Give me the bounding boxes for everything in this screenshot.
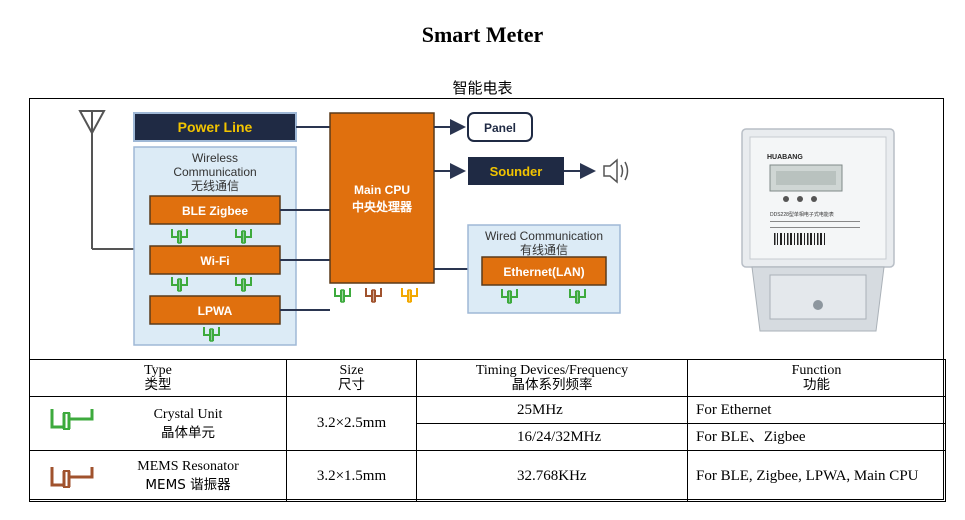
wireless-title-cn: 无线通信 (191, 179, 239, 193)
mems-size: 3.2×1.5mm (286, 450, 417, 502)
speaker-icon (603, 158, 629, 184)
meter-model: DDS228型单相电子式电能表 (770, 211, 834, 218)
crystal-freq-1: 25MHz (416, 396, 688, 424)
block-diagram: Power Line Wireless Communication 无线通信 B… (78, 110, 895, 346)
crystal-type-cell: Crystal Unit 晶体单元 (29, 396, 287, 451)
mems-name: MEMS Resonator (137, 459, 239, 474)
panel-block: Panel (467, 112, 533, 142)
crystal-name-cn: 晶体单元 (161, 424, 215, 441)
crystal-size: 3.2×2.5mm (286, 396, 417, 451)
cpu-label-cn: 中央处理器 (352, 199, 413, 214)
module-lpwa: LPWA (198, 304, 233, 318)
wired-communication-group: Wired Communication 有线通信 Ethernet(LAN) (467, 224, 621, 314)
module-ble-zigbee: BLE Zigbee (182, 204, 248, 218)
mems-freq: 32.768KHz (416, 450, 688, 502)
mems-type-cell: MEMS Resonator MEMS 谐振器 (29, 450, 287, 502)
crystal-name: Crystal Unit (153, 406, 223, 422)
crystal-func-1: For Ethernet (687, 396, 946, 424)
cpu-label-en: Main CPU (354, 183, 410, 197)
crystal-icon (50, 409, 94, 430)
sounder-label: Sounder (490, 164, 543, 179)
module-wifi: Wi-Fi (200, 254, 229, 268)
wireless-communication-group: Wireless Communication 无线通信 BLE Zigbee W… (133, 146, 297, 346)
wireless-title-1: Wireless (192, 151, 238, 165)
crystal-icon (401, 288, 418, 303)
mems-func: For BLE, Zigbee, LPWA, Main CPU (687, 450, 946, 502)
wireless-title-2: Communication (173, 165, 256, 179)
meter-brand: HUABANG (767, 154, 803, 161)
panel-label: Panel (484, 121, 516, 135)
power-line-block: Power Line (133, 112, 297, 142)
mems-icon (365, 288, 382, 303)
diagram-subtitle: 智能电表 (452, 79, 513, 97)
smart-meter-image: HUABANG DDS228型单相电子式电能表 (741, 128, 895, 332)
wired-title-en: Wired Communication (485, 229, 603, 243)
mems-icon (50, 467, 94, 488)
power-line-label: Power Line (178, 119, 253, 135)
sounder-block: Sounder (468, 157, 564, 185)
antenna-icon (78, 110, 134, 250)
wired-title-cn: 有线通信 (520, 243, 568, 257)
page-title: Smart Meter (421, 22, 544, 47)
main-cpu-block: Main CPU 中央处理器 (329, 112, 435, 303)
table-row: Crystal Unit 晶体单元 3.2×2.5mm 25MHz For Et… (29, 396, 946, 451)
mems-name-cn: MEMS 谐振器 (145, 477, 231, 493)
crystal-freq-2: 16/24/32MHz (416, 423, 688, 451)
module-ethernet: Ethernet(LAN) (503, 265, 584, 279)
crystal-icon (334, 287, 351, 303)
crystal-func-2: For BLE、Zigbee (687, 423, 946, 451)
table-row: MEMS Resonator MEMS 谐振器 3.2×1.5mm 32.768… (29, 450, 946, 502)
